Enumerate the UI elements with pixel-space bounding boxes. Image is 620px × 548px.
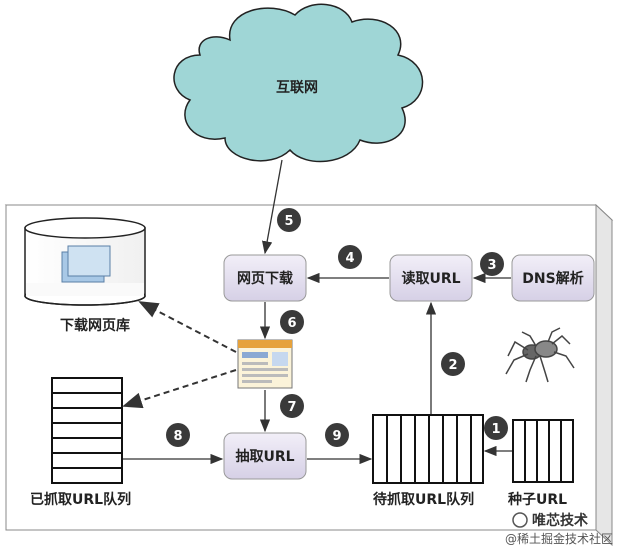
page-store-cylinder: [24, 217, 146, 306]
step-2: 2: [441, 352, 465, 376]
page-store-label: 下载网页库: [60, 317, 130, 334]
wechat-icon: [512, 512, 528, 528]
svg-text:7: 7: [287, 400, 296, 415]
seed-url-label: 种子URL: [507, 491, 567, 508]
step-6: 6: [280, 310, 304, 334]
arrow-page-to-store: [138, 301, 237, 353]
seed-url-queue: [512, 419, 574, 483]
extract-node-label: 抽取URL: [235, 448, 294, 465]
step-8: 8: [166, 423, 190, 447]
step-1: 1: [484, 416, 508, 440]
spider-icon: [505, 327, 575, 383]
extract-node: 抽取URL: [223, 432, 307, 480]
download-node: 网页下载: [223, 254, 307, 302]
watermark-line2: @稀土掘金技术社区: [505, 531, 613, 546]
arrows: [122, 159, 512, 465]
crawled-queue-label: 已抓取URL队列: [30, 491, 131, 508]
svg-text:8: 8: [173, 429, 182, 444]
internet-cloud: 互联网: [173, 3, 424, 163]
cloud-label: 互联网: [276, 80, 318, 96]
pending-url-queue: [372, 414, 484, 484]
read-url-node-label: 读取URL: [401, 270, 460, 287]
svg-text:5: 5: [284, 214, 293, 229]
read-url-node: 读取URL: [389, 254, 473, 302]
svg-text:2: 2: [448, 358, 457, 373]
webpage-thumbnail-icon: [237, 339, 293, 389]
svg-text:6: 6: [287, 316, 296, 331]
svg-text:1: 1: [491, 422, 500, 437]
step-9: 9: [325, 423, 349, 447]
watermark-line1: 唯芯技术: [532, 512, 588, 529]
svg-text:4: 4: [345, 251, 354, 266]
step-5: 5: [277, 208, 301, 232]
folder-icon: [61, 245, 111, 283]
download-node-label: 网页下载: [237, 270, 293, 287]
step-3: 3: [480, 252, 504, 276]
arrow-internet-to-download: [261, 159, 283, 255]
step-4: 4: [338, 245, 362, 269]
watermark: 唯芯技术 @稀土掘金技术社区: [505, 512, 613, 546]
dns-node-label: DNS解析: [522, 270, 583, 287]
dns-node: DNS解析: [511, 254, 595, 302]
crawled-url-queue: [51, 377, 123, 484]
svg-text:3: 3: [487, 258, 496, 273]
step-7: 7: [280, 394, 304, 418]
svg-text:9: 9: [332, 429, 341, 444]
pending-queue-label: 待抓取URL队列: [373, 491, 474, 508]
